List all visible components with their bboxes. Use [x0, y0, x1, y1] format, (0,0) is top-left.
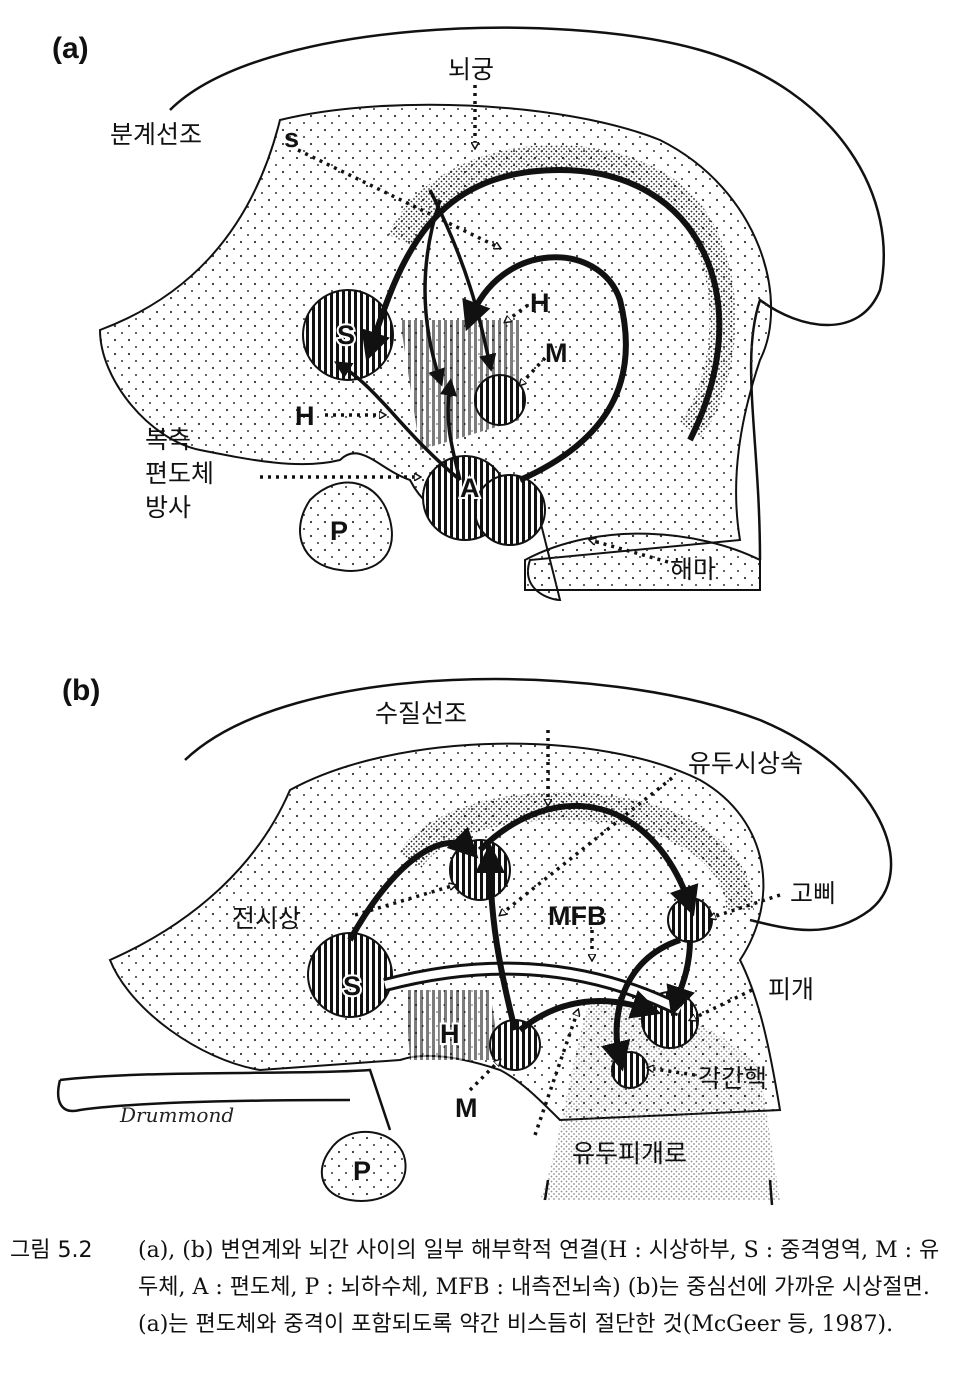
- habenula-arrow: [666, 939, 695, 1017]
- label-septal: S: [337, 320, 355, 350]
- caption-text: (a), (b) 변연계와 뇌간 사이의 일부 해부학적 연결(H : 시상하부…: [138, 1238, 940, 1337]
- label-m-b: M: [455, 1093, 478, 1123]
- label-h-b: H: [440, 1019, 460, 1049]
- label-h-upper: H: [530, 288, 550, 318]
- panel-b-label: (b): [62, 674, 100, 707]
- label-fornix: 뇌궁: [448, 55, 494, 84]
- hypophyseal-stalk-b: [56, 1068, 392, 1131]
- diagram-figure: (a) 뇌궁 분계선조 s H M S H 복측 편도체 방사 A P: [52, 26, 893, 1206]
- amygdala-2: [474, 474, 546, 546]
- label-pituitary-b: P: [353, 1156, 371, 1186]
- panel-a: (a) 뇌궁 분계선조 s H M S H 복측 편도체 방사 A P: [52, 26, 885, 602]
- tract-arrow: [428, 189, 497, 372]
- pituitary-b: [320, 1131, 407, 1202]
- figure-caption: 그림 5.2 (a), (b) 변연계와 뇌간 사이의 일부 해부학적 연결(H…: [10, 1232, 950, 1343]
- tract-arrow: [439, 378, 462, 481]
- artist-signature: Drummond: [119, 1103, 234, 1127]
- label-tegmentum: 피개: [768, 975, 814, 1004]
- brainstem-b: [540, 1000, 780, 1200]
- stria-arrow-2: [477, 803, 699, 917]
- label-h-lower: H: [295, 401, 315, 431]
- label-pituitary: P: [330, 516, 348, 546]
- label-amygdala: A: [460, 473, 480, 503]
- septal-area-b: [307, 932, 393, 1018]
- leader-tegmentum: [690, 988, 753, 1020]
- caption-number: 그림 5.2: [10, 1238, 93, 1263]
- ipn-arrow: [601, 937, 681, 1072]
- leader-hippocampus: [590, 540, 669, 564]
- label-mammillotegmental: 유두피개로: [572, 1139, 687, 1168]
- label-m: M: [545, 338, 568, 368]
- brainstem-outline-b: [543, 1179, 774, 1206]
- label-mfb: MFB: [548, 901, 606, 931]
- leader-anterior-thalamus: [354, 885, 455, 917]
- label-hippocampus: 해마: [670, 555, 716, 584]
- panel-b: (b) 수질선조 유두시상속 고삐 전시상 MFB: [56, 674, 893, 1206]
- panel-a-label: (a): [52, 32, 89, 65]
- label-stria-medullaris: 수질선조: [375, 699, 467, 728]
- fornix-arrow: [361, 166, 723, 442]
- label-mammillothalamic: 유두시상속: [688, 749, 803, 778]
- fornix-arrow-2: [462, 254, 629, 483]
- label-habenula: 고삐: [790, 879, 836, 908]
- corpus-band-b: [398, 792, 754, 911]
- mammillothalamic-arrow: [475, 843, 518, 1031]
- label-vaf-3: 방사: [145, 493, 191, 522]
- leader-m: [520, 356, 547, 385]
- cortex-outline-b: [184, 677, 893, 932]
- label-vaf-1: 복측: [145, 425, 191, 454]
- leader-mammillotegmental: [533, 1010, 578, 1136]
- pituitary: [299, 481, 393, 572]
- tract-arrow: [423, 199, 445, 387]
- hypothalamus-b: [405, 990, 500, 1060]
- label-stria-terminalis: 분계선조: [110, 120, 202, 149]
- stria-arrow: [347, 826, 479, 942]
- mammillotegmental-arrow: [518, 990, 662, 1033]
- leader-s: [297, 148, 500, 248]
- label-vaf-2: 편도체: [145, 459, 214, 488]
- mammillary-body: [474, 374, 526, 426]
- label-interpeduncular: 각간핵: [698, 1064, 767, 1093]
- tract-arrow: [334, 361, 462, 482]
- hippocampus-shape: [524, 532, 761, 591]
- label-s: s: [284, 123, 299, 153]
- label-septal-b: S: [343, 971, 361, 1001]
- label-anterior-thalamus: 전시상: [232, 904, 301, 933]
